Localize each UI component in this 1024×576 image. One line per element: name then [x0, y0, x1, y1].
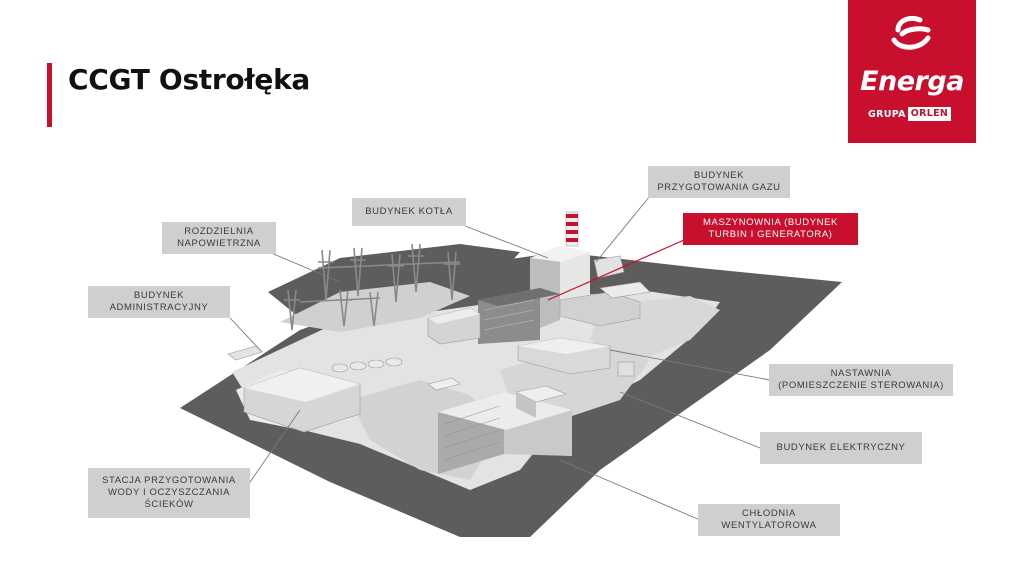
logo-brand-text: Energa	[860, 66, 964, 97]
label-electrical-building: BUDYNEK ELEKTRYCZNY	[760, 432, 922, 464]
boiler-building-roof	[530, 246, 590, 262]
hrsg-block	[599, 281, 651, 299]
stack	[565, 211, 579, 247]
turbine-leader-line	[547, 239, 685, 301]
energa-swirl-icon	[891, 15, 931, 50]
energa-logo: Energa GRUPA ORLEN	[848, 0, 976, 143]
small-building-left	[427, 377, 461, 391]
label-boiler-building: BUDYNEK KOTŁA	[352, 198, 466, 226]
leader-lines	[229, 195, 771, 521]
page-title: CCGT Ostrołęka	[68, 63, 311, 96]
logo-group-prefix: GRUPA	[868, 108, 906, 120]
gas-prep-building	[593, 255, 625, 279]
admin-small-block	[227, 345, 263, 361]
label-control-room: NASTAWNIA (POMIESZCZENIE STEROWANIA)	[769, 364, 953, 396]
water-tanks	[331, 357, 403, 373]
label-water-treatment: STACJA PRZYGOTOWANIA WODY I OCZYSZCZANIA…	[88, 468, 250, 518]
small-tank	[617, 361, 635, 377]
label-admin-building: BUDYNEK ADMINISTRACYJNY	[88, 286, 230, 318]
label-turbine-hall: MASZYNOWNIA (BUDYNEK TURBIN I GENERATORA…	[683, 213, 858, 245]
switchyard-pylons	[284, 243, 461, 331]
logo-group-text: GRUPA ORLEN	[868, 107, 952, 121]
title-accent-bar	[47, 63, 52, 127]
label-air-switchyard: ROZDZIELNIA NAPOWIETRZNA	[162, 222, 276, 254]
label-gas-prep-building: BUDYNEK PRZYGOTOWANIA GAZU	[648, 166, 790, 198]
label-fan-cooler: CHŁODNIA WENTYLATOROWA	[698, 504, 840, 536]
turbine-hall-roof	[478, 288, 560, 306]
switchyard-plot	[280, 282, 470, 332]
logo-group-name: ORLEN	[907, 107, 952, 121]
